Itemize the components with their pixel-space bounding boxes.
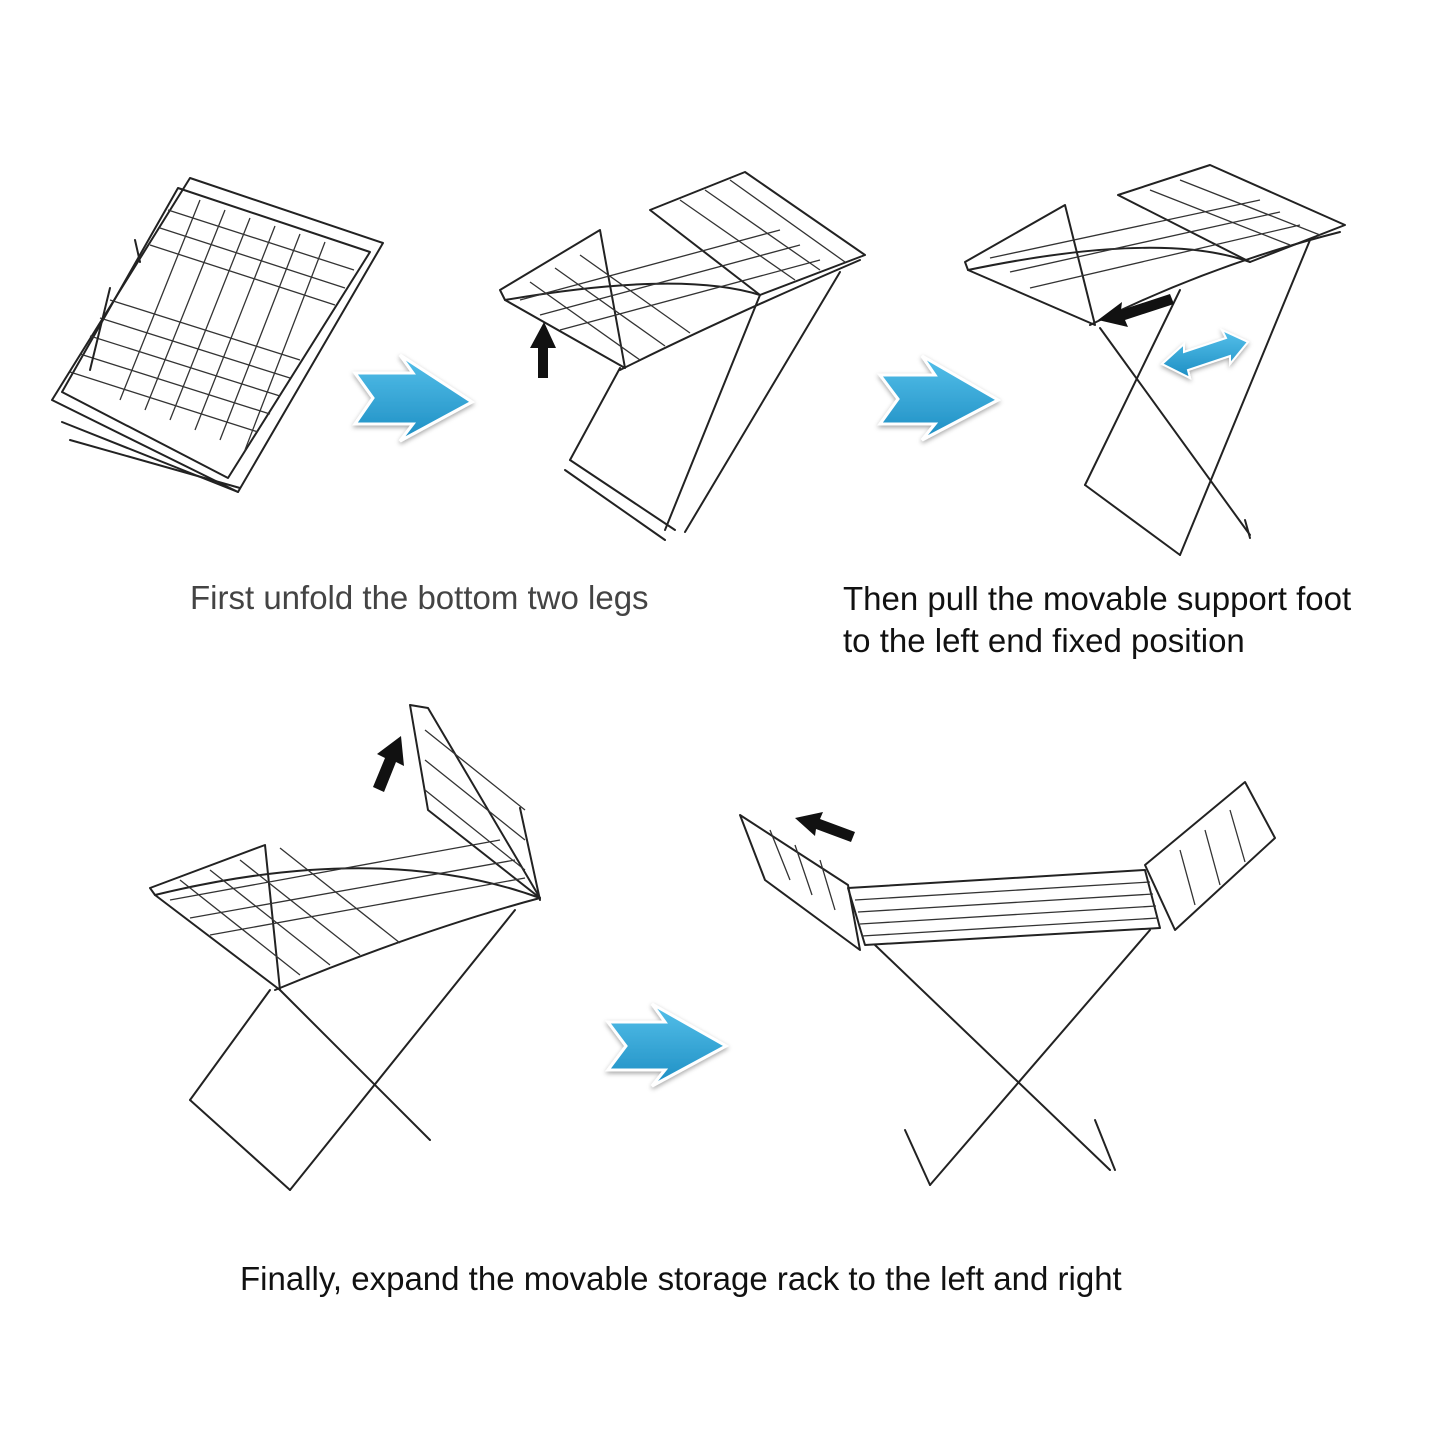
folded-rack-illustration	[51, 177, 384, 493]
step-one-caption: First unfold the bottom two legs	[190, 579, 649, 616]
unfolded-legs-illustration	[499, 171, 866, 541]
step-two-caption: Then pull the movable support foot to th…	[843, 578, 1351, 662]
double-arrow-icon	[1160, 327, 1250, 380]
left-arrow-icon	[1098, 294, 1174, 327]
wing-raised-illustration	[149, 704, 541, 1191]
blue-right-arrow-icon	[877, 354, 1002, 442]
step-two-caption-line-2: to the left end fixed position	[843, 622, 1245, 659]
left-arrow-icon	[795, 812, 855, 842]
support-foot-illustration	[964, 164, 1346, 556]
up-arrow-icon	[530, 322, 556, 378]
up-arrow-icon	[373, 736, 404, 792]
blue-right-arrow-icon	[605, 1002, 730, 1088]
fully-expanded-illustration	[739, 781, 1276, 1186]
step-three-caption: Finally, expand the movable storage rack…	[240, 1260, 1122, 1297]
blue-right-arrow-icon	[352, 353, 475, 443]
step-two-caption-line-1: Then pull the movable support foot	[843, 580, 1352, 617]
